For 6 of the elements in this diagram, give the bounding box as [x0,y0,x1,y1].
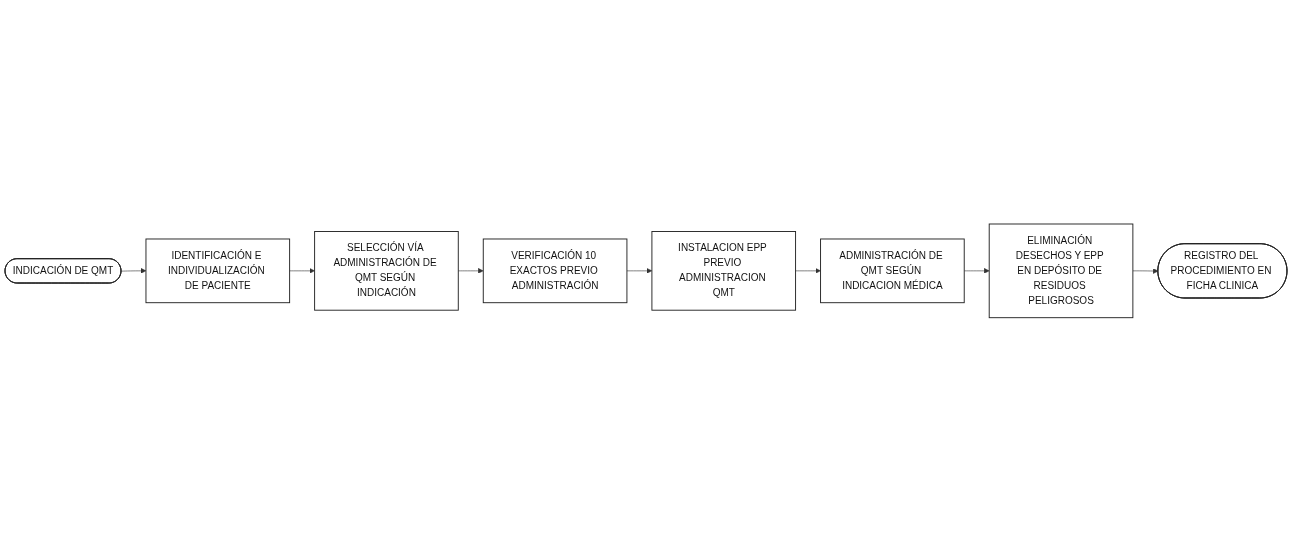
node-box: INSTALACION EPP PREVIO ADMINISTRACION QMT [651,231,797,311]
node-box: SELECCIÓN VÍA ADMINISTRACIÓN DE QMT SEGÚN INDICACIÓN [314,231,459,311]
node-box: ADMINISTRACIÓN DE QMT SEGÚN INDICACION MÉDICA [820,238,965,304]
node-box: IDENTIFICACIÓN E INDIVIDUALIZACIÓN DE PACIENTE [145,238,291,304]
node-box: ELIMINACIÓN DESECHOS Y EPP EN DEPÓSITO DE RESIDUOS PELIGROSOS [988,223,1134,319]
node-box: VERIFICACIÓN 10 EXACTOS PREVIO ADMINISTRACIÓN [482,238,628,304]
